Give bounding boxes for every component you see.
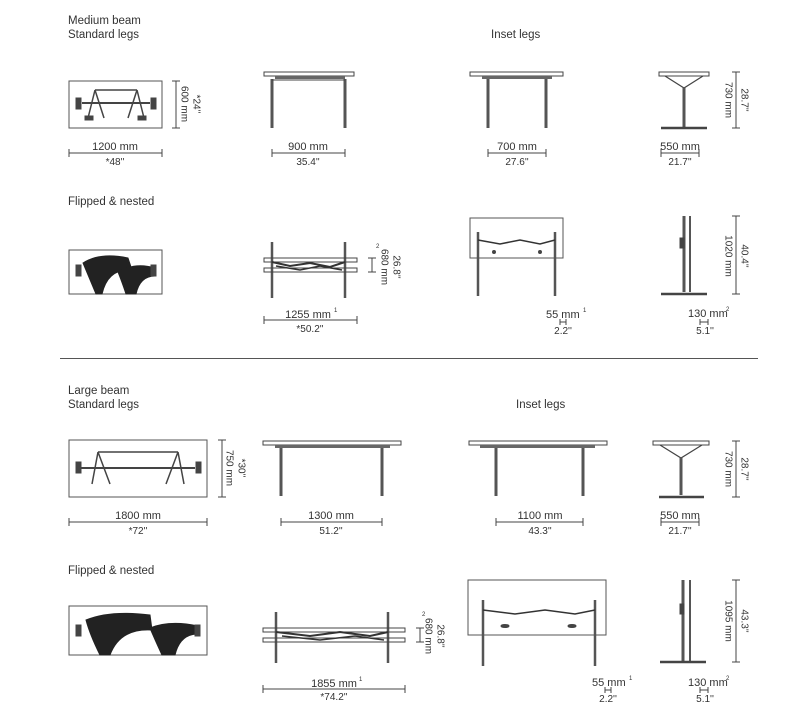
nested-length-note: 1 bbox=[359, 677, 363, 683]
height-mm: 730 mm bbox=[722, 450, 734, 488]
medium-side-dimensions bbox=[660, 71, 740, 157]
large-front-view bbox=[262, 440, 402, 496]
side-depth-mm: 550 mm bbox=[660, 510, 700, 522]
depth-note: 2 bbox=[726, 676, 730, 682]
height-in: 28.7'' bbox=[738, 88, 750, 112]
tall-mm: 1095 mm bbox=[722, 600, 734, 642]
large-nested-dims bbox=[262, 627, 424, 693]
side-depth-in: 21.7'' bbox=[668, 157, 692, 168]
large-front-dim bbox=[280, 518, 383, 526]
depth-mm: 130 mm bbox=[688, 308, 728, 320]
tall-in: 43.3'' bbox=[738, 609, 750, 633]
gap-mm: 55 mm bbox=[592, 677, 626, 689]
large-inset-dim bbox=[495, 518, 584, 526]
nested-height-in: 26.8'' bbox=[390, 255, 402, 279]
depth-mm: 130 mm bbox=[688, 677, 728, 689]
plan-depth-mm: 750 mm bbox=[223, 449, 235, 487]
height-mm: 730 mm bbox=[722, 81, 734, 119]
nested-title: Flipped & nested bbox=[68, 196, 155, 208]
medium-plan-view bbox=[68, 80, 163, 129]
nested-length-mm: 1855 mm bbox=[311, 678, 357, 690]
gap-in: 2.2'' bbox=[599, 694, 617, 705]
large-nested-plan bbox=[68, 605, 208, 656]
section-title-line2: Standard legs bbox=[68, 399, 139, 411]
tall-mm: 1020 mm bbox=[722, 235, 734, 277]
large-gap-dim bbox=[604, 687, 612, 693]
nested-length-note: 1 bbox=[334, 308, 338, 314]
plan-width-in: *72'' bbox=[128, 526, 148, 537]
gap-mm: 55 mm bbox=[546, 309, 580, 321]
inset-width-in: 27.6'' bbox=[505, 157, 529, 168]
front-width-in: 35.4'' bbox=[296, 157, 320, 168]
side-depth-mm: 550 mm bbox=[660, 141, 700, 153]
section-title-line1: Medium beam bbox=[68, 15, 141, 27]
nested-length-in: *74.2'' bbox=[320, 692, 348, 703]
medium-nested-plan bbox=[68, 249, 163, 295]
medium-nested-dims bbox=[263, 257, 376, 324]
depth-note: 2 bbox=[726, 307, 730, 313]
medium-nested-side bbox=[469, 217, 564, 296]
large-side-view bbox=[652, 440, 710, 499]
nested-length-in: *50.2'' bbox=[296, 324, 324, 335]
medium-nested-front bbox=[263, 242, 358, 298]
medium-side-view bbox=[658, 71, 710, 130]
large-side-dims bbox=[660, 440, 740, 526]
plan-depth-mm: 600 mm bbox=[178, 85, 190, 123]
medium-inset-view bbox=[469, 71, 564, 128]
plan-width-mm: 1200 mm bbox=[92, 141, 138, 153]
inset-width-in: 43.3'' bbox=[528, 526, 552, 537]
large-inset-view bbox=[468, 440, 608, 496]
medium-plan-dimensions bbox=[68, 80, 180, 157]
depth-in: 5.1'' bbox=[696, 326, 714, 337]
medium-inset-dimension bbox=[487, 149, 547, 157]
front-width-in: 51.2'' bbox=[319, 526, 343, 537]
nested-length-mm: 1255 mm bbox=[285, 309, 331, 321]
nested-height-note: 2 bbox=[376, 244, 380, 250]
medium-tall-dims bbox=[699, 215, 740, 325]
section-title-line1: Large beam bbox=[68, 385, 130, 397]
nested-height-note: 2 bbox=[422, 612, 426, 618]
height-in: 28.7'' bbox=[738, 457, 750, 481]
plan-width-mm: 1800 mm bbox=[115, 510, 161, 522]
large-plan-view bbox=[68, 439, 208, 498]
nested-height-mm: 680 mm bbox=[378, 248, 390, 286]
front-width-mm: 1300 mm bbox=[308, 510, 354, 522]
large-nested-side bbox=[467, 579, 607, 666]
tall-in: 40.4'' bbox=[738, 244, 750, 268]
large-plan-dims bbox=[68, 439, 226, 526]
gap-in: 2.2'' bbox=[554, 326, 572, 337]
inset-width-mm: 1100 mm bbox=[517, 510, 563, 522]
section-title-line2: Standard legs bbox=[68, 29, 139, 41]
inset-legs-title: Inset legs bbox=[516, 399, 566, 411]
depth-in: 5.1'' bbox=[696, 694, 714, 705]
gap-note: 1 bbox=[583, 308, 587, 314]
plan-depth-in: *24'' bbox=[190, 94, 202, 114]
large-nested-front bbox=[262, 612, 406, 663]
front-width-mm: 900 mm bbox=[288, 141, 328, 153]
large-nested-tall bbox=[660, 580, 706, 664]
medium-front-view bbox=[263, 71, 355, 128]
side-depth-in: 21.7'' bbox=[668, 526, 692, 537]
plan-width-in: *48'' bbox=[105, 157, 125, 168]
section-divider bbox=[60, 358, 758, 359]
medium-nested-tall bbox=[661, 216, 707, 296]
medium-gap-dim bbox=[559, 319, 567, 325]
plan-depth-in: *30'' bbox=[235, 458, 247, 478]
nested-height-in: 26.8'' bbox=[434, 624, 446, 648]
nested-title: Flipped & nested bbox=[68, 565, 155, 577]
inset-legs-title: Inset legs bbox=[491, 29, 541, 41]
gap-note: 1 bbox=[629, 676, 633, 682]
large-tall-dims bbox=[699, 579, 740, 693]
nested-height-mm: 680 mm bbox=[422, 617, 434, 655]
medium-front-dimension bbox=[271, 149, 346, 157]
inset-width-mm: 700 mm bbox=[497, 141, 537, 153]
